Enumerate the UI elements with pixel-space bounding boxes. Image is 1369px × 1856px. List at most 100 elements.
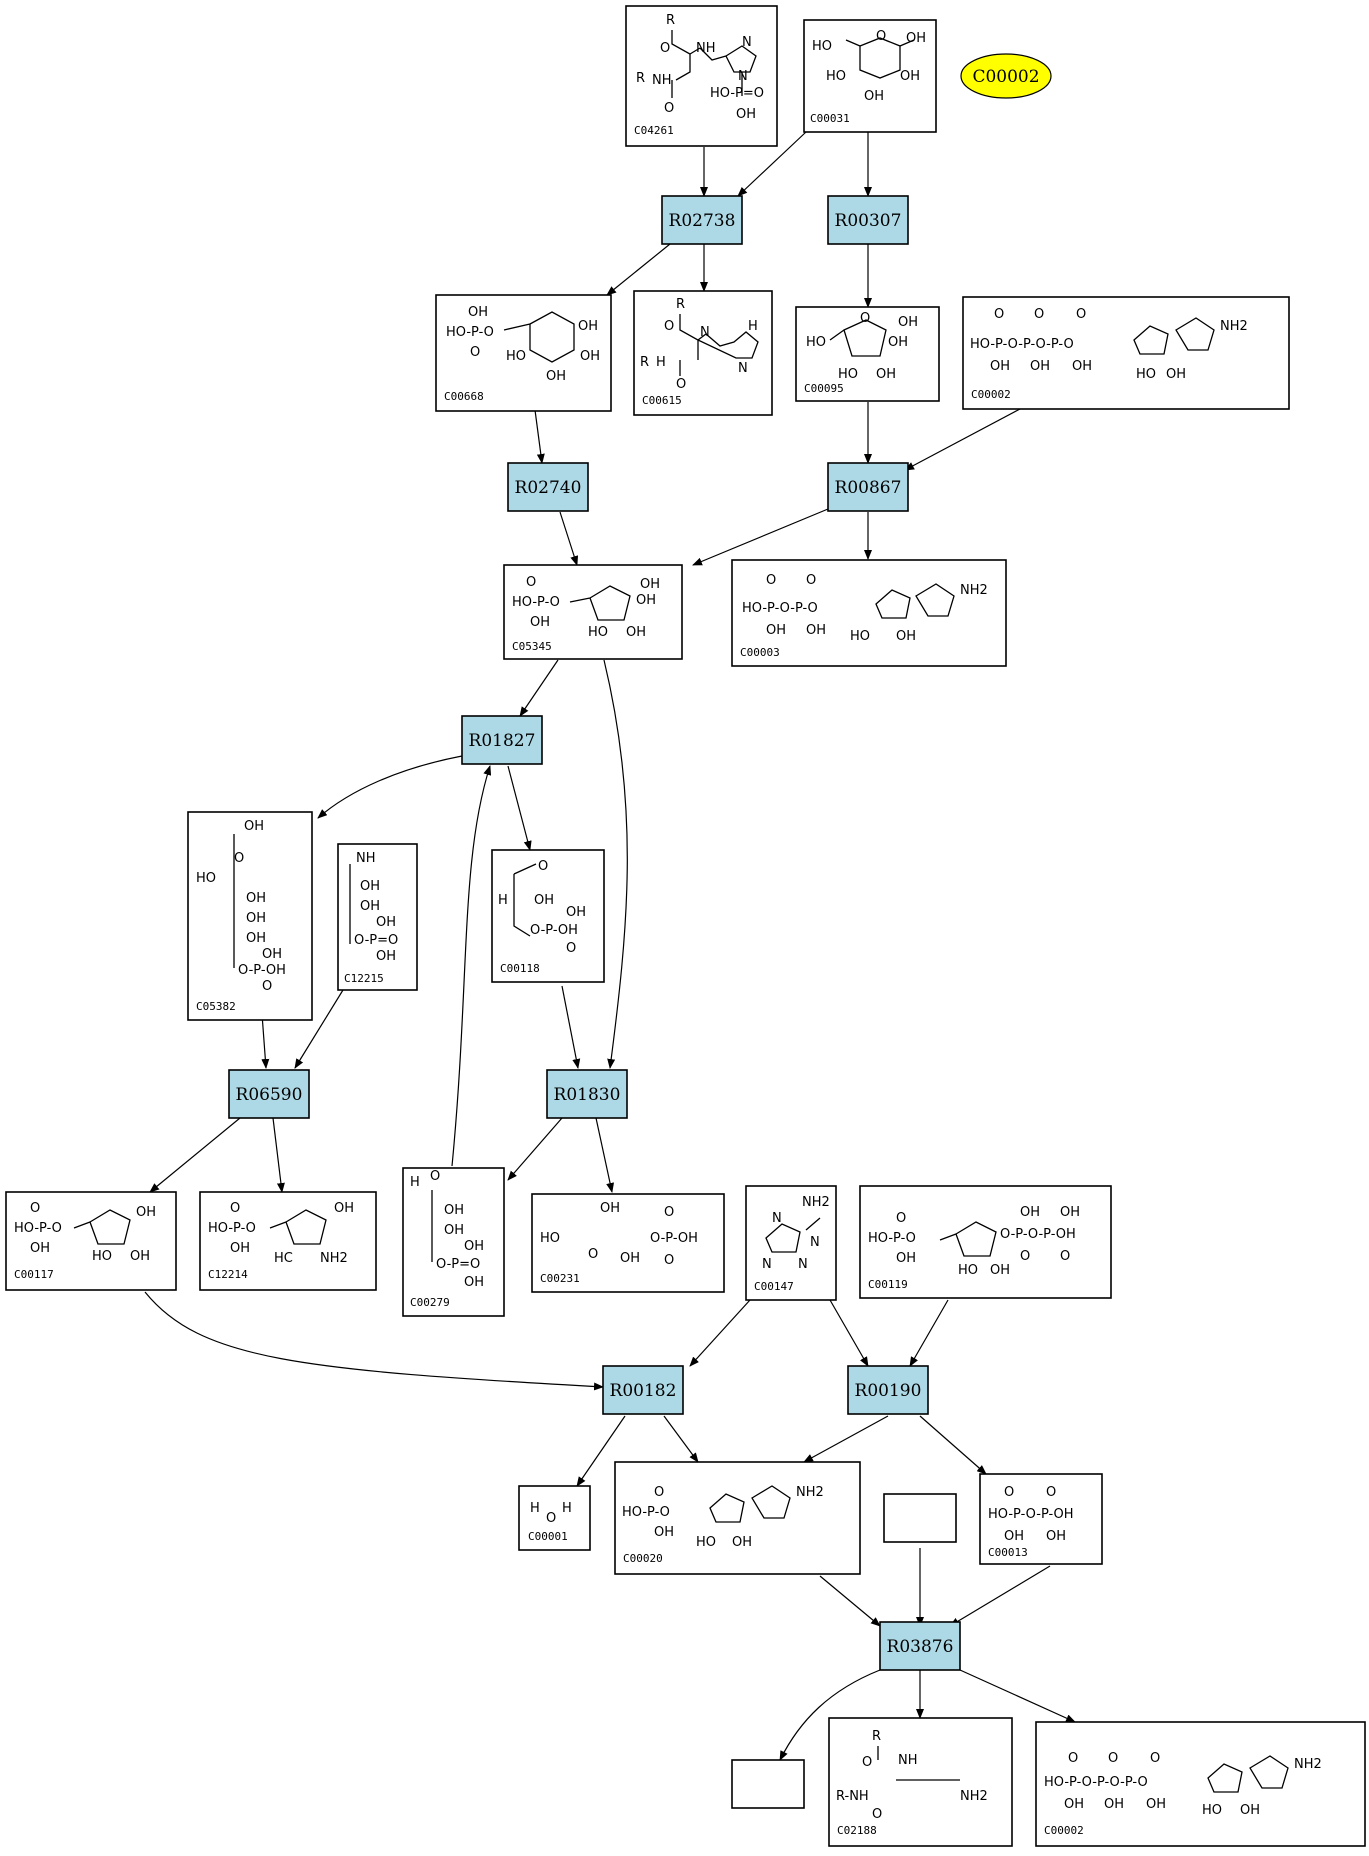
structure-C02188: R O NH R-NH NH2 O <box>836 1729 988 1822</box>
reaction-R00190[interactable]: R00190 <box>847 1365 929 1415</box>
svg-text:NH: NH <box>696 41 716 56</box>
structure-C00615: R O N H H R O N <box>640 297 759 392</box>
svg-text:O-P=O: O-P=O <box>436 1257 480 1272</box>
compound-C00231[interactable]: OH O HO O-P-OH O OH O C00231 <box>531 1193 725 1293</box>
structure-C00231: OH O HO O-P-OH O OH O <box>540 1201 698 1268</box>
compound-C00001[interactable]: H O H C00001 <box>518 1485 591 1551</box>
compound-C12214[interactable]: O HO-P-O OH OH HC NH2 C12214 <box>199 1191 377 1291</box>
svg-text:OH: OH <box>620 1251 640 1266</box>
svg-text:H: H <box>656 355 666 370</box>
svg-text:R: R <box>872 1729 881 1744</box>
reaction-R01827[interactable]: R01827 <box>461 715 543 765</box>
structure-C05345: O HO-P-O OH OH OH HO OH <box>512 575 660 640</box>
svg-text:OH: OH <box>636 593 656 608</box>
compound-C00147[interactable]: NH2 N N N N C00147 <box>745 1185 837 1301</box>
svg-text:O: O <box>806 573 816 588</box>
reaction-label: R01830 <box>554 1085 621 1105</box>
svg-text:O: O <box>1108 1751 1118 1766</box>
empty-compound-box[interactable] <box>731 1759 805 1809</box>
svg-text:OH: OH <box>1104 1797 1124 1812</box>
svg-text:OH: OH <box>1240 1803 1260 1818</box>
svg-text:HO-P-O-P-O: HO-P-O-P-O <box>742 601 818 616</box>
svg-text:O: O <box>234 851 244 866</box>
reaction-R03876[interactable]: R03876 <box>879 1621 961 1671</box>
reaction-R02738[interactable]: R02738 <box>661 195 743 245</box>
svg-text:O: O <box>538 859 548 874</box>
reaction-label: R03876 <box>887 1637 954 1657</box>
reaction-R00307[interactable]: R00307 <box>827 195 909 245</box>
compound-C00013[interactable]: O O HO-P-O-P-OH OH OH C00013 <box>979 1473 1103 1565</box>
svg-text:OH: OH <box>464 1275 484 1290</box>
svg-text:N: N <box>742 35 752 50</box>
compound-C04261[interactable]: R O NH NH R O N N HO-P=O OH C04261 <box>625 5 778 147</box>
svg-text:O: O <box>30 1201 40 1216</box>
svg-text:OH: OH <box>546 369 566 384</box>
compound-C05382[interactable]: OH O HO OH OH OH OH O-P-OH O C05382 <box>187 811 313 1021</box>
structure-C00095: O OH HO OH HO OH <box>806 311 918 382</box>
svg-text:OH: OH <box>1046 1529 1066 1544</box>
compound-C12215[interactable]: NH OH OH OH O-P=O OH C12215 <box>337 843 418 991</box>
svg-text:HO: HO <box>850 629 870 644</box>
compound-C00002[interactable]: O O O HO-P-O-P-O-P-O OH OH OH NH2 HO OH … <box>962 296 1290 410</box>
compound-C00095[interactable]: O OH HO OH HO OH C00095 <box>795 306 940 402</box>
compound-C00002-product[interactable]: O O O HO-P-O-P-O-P-O OH OH OH NH2 HO OH … <box>1035 1721 1366 1847</box>
svg-text:N: N <box>762 1257 772 1272</box>
svg-text:HO: HO <box>588 625 608 640</box>
svg-text:OH: OH <box>732 1535 752 1550</box>
svg-text:OH: OH <box>130 1249 150 1264</box>
svg-text:H: H <box>530 1501 540 1516</box>
structure-C12214: O HO-P-O OH OH HC NH2 <box>208 1201 354 1266</box>
compound-C00119[interactable]: O HO-P-O OH OH OH O-P-O-P-OH O O HO OH C… <box>859 1185 1112 1299</box>
svg-text:OH: OH <box>600 1201 620 1216</box>
compound-C00003[interactable]: O O HO-P-O-P-O OH OH NH2 HO OH C00003 <box>731 559 1007 667</box>
svg-text:OH: OH <box>1146 1797 1166 1812</box>
empty-compound-box[interactable] <box>883 1493 957 1543</box>
svg-text:O: O <box>660 41 670 56</box>
compound-C02188[interactable]: R O NH R-NH NH2 O C02188 <box>828 1717 1013 1847</box>
reaction-label: R02738 <box>669 211 736 231</box>
svg-text:H: H <box>498 893 508 908</box>
svg-text:OH: OH <box>736 107 756 122</box>
compound-C00668[interactable]: OH HO-P-O O OH HO OH OH C00668 <box>435 294 612 412</box>
svg-text:O: O <box>860 311 870 326</box>
svg-text:OH: OH <box>766 623 786 638</box>
reaction-R01830[interactable]: R01830 <box>546 1069 628 1119</box>
compound-id: C00668 <box>444 390 484 403</box>
compound-C00020[interactable]: O HO-P-O OH NH2 HO OH C00020 <box>614 1461 861 1575</box>
svg-text:O-P-OH: O-P-OH <box>530 923 578 938</box>
svg-text:OH: OH <box>444 1223 464 1238</box>
reaction-label: R02740 <box>515 478 582 498</box>
svg-text:N: N <box>700 325 710 340</box>
compound-C05345[interactable]: O HO-P-O OH OH OH HO OH C05345 <box>503 564 683 660</box>
reaction-R02740[interactable]: R02740 <box>507 462 589 512</box>
reaction-label: R01827 <box>469 731 536 751</box>
svg-text:OH: OH <box>376 915 396 930</box>
svg-text:OH: OH <box>468 305 488 320</box>
compound-C00118[interactable]: O H OH OH O-P-OH O C00118 <box>491 849 605 983</box>
compound-C00031[interactable]: HO O OH HO OH OH C00031 <box>803 19 937 133</box>
reaction-R00867[interactable]: R00867 <box>827 462 909 512</box>
reaction-R06590[interactable]: R06590 <box>228 1069 310 1119</box>
compound-C00117[interactable]: O HO-P-O OH OH HO OH C00117 <box>5 1191 177 1291</box>
svg-text:OH: OH <box>654 1525 674 1540</box>
compound-C00615[interactable]: R O N H H R O N C00615 <box>633 290 773 416</box>
structure-C12215: NH OH OH OH O-P=O OH <box>349 851 398 964</box>
highlight-compound-C00002[interactable]: C00002 <box>960 53 1052 99</box>
compound-C00279[interactable]: H O OH OH OH O-P=O OH C00279 <box>402 1167 505 1317</box>
svg-text:O: O <box>566 941 576 956</box>
svg-text:OH: OH <box>580 349 600 364</box>
svg-text:NH2: NH2 <box>796 1485 824 1500</box>
svg-text:OH: OH <box>246 931 266 946</box>
svg-text:O: O <box>654 1485 664 1500</box>
svg-text:HO-P-O: HO-P-O <box>622 1505 670 1520</box>
svg-text:O: O <box>1046 1485 1056 1500</box>
svg-text:O: O <box>1034 307 1044 322</box>
svg-text:O: O <box>876 29 886 44</box>
reaction-R00182[interactable]: R00182 <box>602 1365 684 1415</box>
svg-text:OH: OH <box>360 899 380 914</box>
svg-text:OH: OH <box>896 629 916 644</box>
compound-id: C05382 <box>196 1000 236 1013</box>
svg-text:OH: OH <box>626 625 646 640</box>
svg-text:OH: OH <box>578 319 598 334</box>
svg-text:OH: OH <box>990 1263 1010 1278</box>
